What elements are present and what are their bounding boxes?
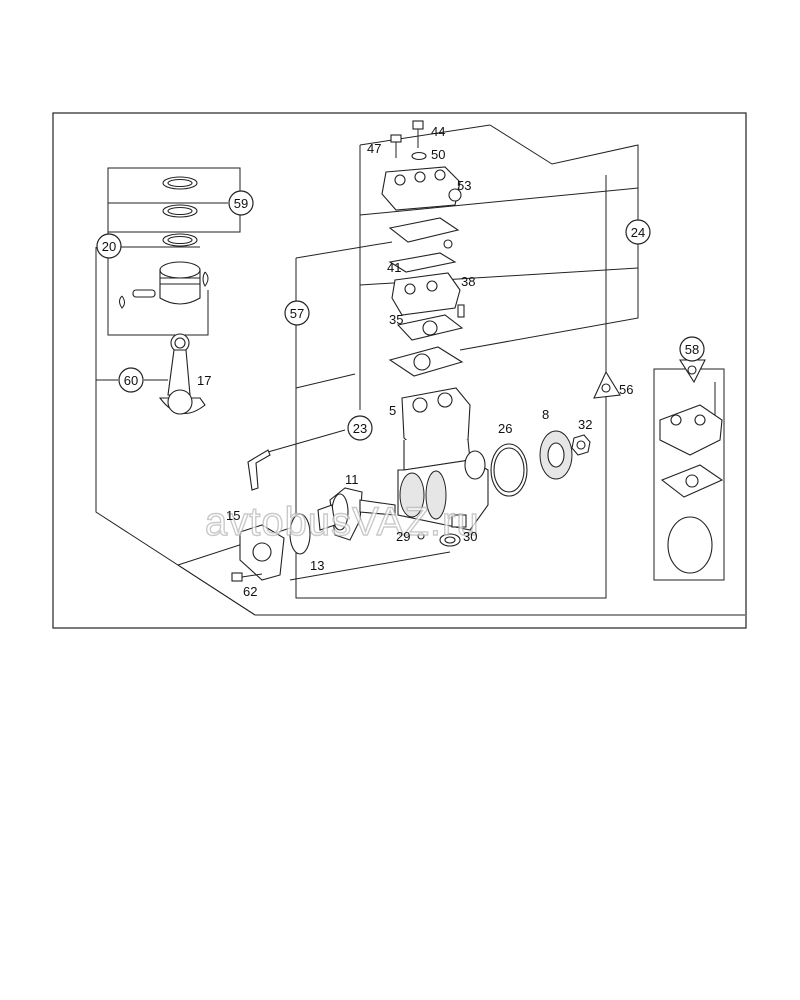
label-15: 15 [226, 508, 240, 523]
label-5: 5 [389, 403, 396, 418]
svg-text:59: 59 [234, 196, 248, 211]
label-44: 44 [431, 124, 445, 139]
callout-60: 60 [118, 367, 144, 393]
svg-text:23: 23 [353, 421, 367, 436]
compressor-body [397, 387, 489, 531]
callout-58: 58 [679, 336, 705, 362]
piston-rings [162, 176, 198, 247]
callout-23: 23 [347, 415, 373, 441]
o-ring-13 [289, 513, 311, 555]
gear [539, 430, 573, 480]
label-47: 47 [367, 141, 381, 156]
valve-plate [388, 217, 460, 273]
gaskets [388, 314, 464, 377]
svg-text:58: 58 [685, 342, 699, 357]
bracket [247, 449, 271, 491]
bolt-62 [231, 572, 263, 582]
part-labels: 47 44 50 53 41 38 35 17 5 26 8 32 11 15 … [197, 124, 592, 599]
valve-cover [381, 166, 462, 211]
end-cover [239, 524, 285, 581]
label-8: 8 [542, 407, 549, 422]
label-17: 17 [197, 373, 211, 388]
label-29: 29 [396, 529, 410, 544]
nut [571, 434, 591, 456]
connecting-rod [158, 333, 206, 415]
shaft-seal [417, 532, 461, 547]
watermark-text: avtobusVAZ.ru [205, 500, 480, 544]
svg-text:57: 57 [290, 306, 304, 321]
cylinder-head-upper [391, 272, 465, 318]
callout-20: 20 [96, 233, 122, 259]
repair-kit-58 [659, 359, 724, 574]
svg-text:60: 60 [124, 373, 138, 388]
label-11: 11 [345, 472, 359, 487]
head-bolts [390, 120, 427, 161]
diagram-frame [52, 112, 747, 629]
svg-text:24: 24 [631, 225, 645, 240]
flange-56 [593, 370, 621, 399]
label-35: 35 [389, 312, 403, 327]
label-26: 26 [498, 421, 512, 436]
label-32: 32 [578, 417, 592, 432]
o-ring-26 [490, 443, 528, 497]
label-50: 50 [431, 147, 445, 162]
callout-59: 59 [228, 190, 254, 216]
label-13: 13 [310, 558, 324, 573]
label-62: 62 [243, 584, 257, 599]
callout-57: 57 [284, 300, 310, 326]
crankshaft [317, 487, 396, 541]
label-53: 53 [457, 178, 471, 193]
label-41: 41 [387, 260, 401, 275]
svg-text:20: 20 [102, 239, 116, 254]
label-30: 30 [463, 529, 477, 544]
callout-24: 24 [625, 219, 651, 245]
piston [119, 261, 209, 309]
label-38: 38 [461, 274, 475, 289]
label-56: 56 [619, 382, 633, 397]
